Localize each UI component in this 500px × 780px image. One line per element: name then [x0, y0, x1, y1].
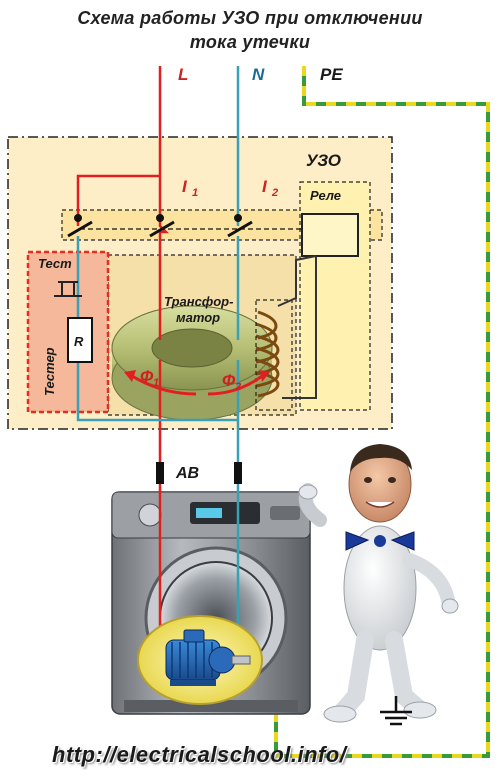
label-resistor: R: [74, 334, 84, 349]
flux-arrow-2: [207, 374, 263, 396]
relay-box: [301, 213, 359, 257]
toroid-hole: [151, 328, 233, 368]
phase-line: [158, 66, 170, 470]
label-phase: L: [178, 65, 188, 84]
label-rcd: УЗО: [306, 151, 341, 170]
winding-frame: [255, 299, 293, 411]
flux-arrow-2-head: [260, 370, 270, 382]
breaker-neutral: [234, 462, 242, 484]
label-relay: Реле: [310, 188, 341, 203]
winding-lead-1: [277, 255, 317, 307]
ground-icon: [380, 696, 412, 726]
pe-line-stripes: [274, 66, 490, 758]
breaker-phase: [156, 462, 164, 484]
label-neutral: N: [252, 65, 265, 84]
label-current-2: I: [262, 177, 268, 196]
label-transformer-2: матор: [176, 310, 220, 325]
label-transformer-1: Трансфор-: [164, 294, 233, 309]
label-flux-1-sub: 1: [153, 377, 159, 389]
label-flux-1: Ф: [140, 367, 154, 386]
winding-lead-2: [282, 256, 317, 399]
presenter-figure: [298, 444, 459, 723]
label-breaker: АВ: [175, 465, 199, 482]
label-current-1: I: [182, 177, 188, 196]
flux-arrow-1: [131, 374, 197, 396]
title-line-1: Схема работы УЗО при отключении: [77, 8, 423, 28]
label-flux-2-sub: 2: [234, 381, 241, 393]
label-pe: PE: [320, 65, 343, 84]
title-line-2: тока утечки: [189, 32, 311, 52]
label-current-1-sub: 1: [192, 187, 198, 199]
label-tester: Тестер: [42, 347, 57, 396]
test-button-icon[interactable]: [54, 281, 82, 297]
source-url: http://electricalschool.info/: [52, 742, 347, 767]
resistor: [67, 317, 93, 363]
label-current-2-sub: 2: [271, 187, 278, 199]
phase-branch-tester: [76, 174, 160, 226]
label-test: Тест: [38, 256, 72, 271]
secondary-winding: [255, 310, 280, 398]
motor-icon: [165, 629, 251, 686]
flux-arrow-1-head: [124, 370, 136, 382]
label-flux-2: Ф: [222, 371, 236, 390]
tester-return: [76, 236, 238, 422]
